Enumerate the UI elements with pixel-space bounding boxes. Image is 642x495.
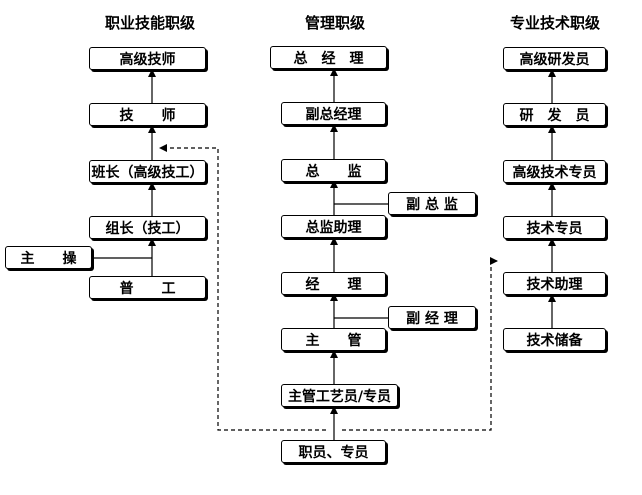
box-director-assistant: 总监助理 <box>281 215 386 238</box>
box-tech-assistant: 技术助理 <box>503 272 606 295</box>
box-deputy-manager: 副 经 理 <box>388 306 476 329</box>
box-group-leader: 组长（技工） <box>89 216 206 239</box>
box-squad-leader: 班长（高级技工） <box>89 160 206 183</box>
box-tech-specialist: 技术专员 <box>503 216 606 239</box>
box-supervising-specialist: 主管工艺员/专员 <box>281 384 398 407</box>
dashed-path-to-technician <box>159 144 326 431</box>
box-technician: 技 师 <box>89 103 206 126</box>
box-general-worker: 普 工 <box>89 276 206 299</box>
vocational-column-title: 职业技能职级 <box>104 14 195 32</box>
box-senior-technician: 高级技师 <box>89 47 206 70</box>
box-entry-staff: 职员、专员 <box>281 440 386 463</box>
box-supervisor: 主 管 <box>281 328 386 351</box>
box-tech-reserve: 技术储备 <box>503 328 606 351</box>
technical-column-title: 专业技术职级 <box>509 14 600 32</box>
box-manager: 经 理 <box>281 272 386 295</box>
management-column-title: 管理职级 <box>304 14 365 32</box>
box-deputy-general-manager: 副总经理 <box>281 102 386 125</box>
box-general-manager: 总 经 理 <box>270 46 387 69</box>
box-rd-engineer: 研 发 员 <box>503 103 606 126</box>
box-operator: 主 操 <box>5 246 92 269</box>
box-director: 总 监 <box>281 159 386 182</box>
box-senior-tech-specialist: 高级技术专员 <box>503 160 606 183</box>
dashed-path-to-tech-assistant <box>342 257 498 431</box>
box-deputy-director: 副 总 监 <box>388 192 476 215</box>
box-senior-rd-engineer: 高级研发员 <box>503 47 606 70</box>
